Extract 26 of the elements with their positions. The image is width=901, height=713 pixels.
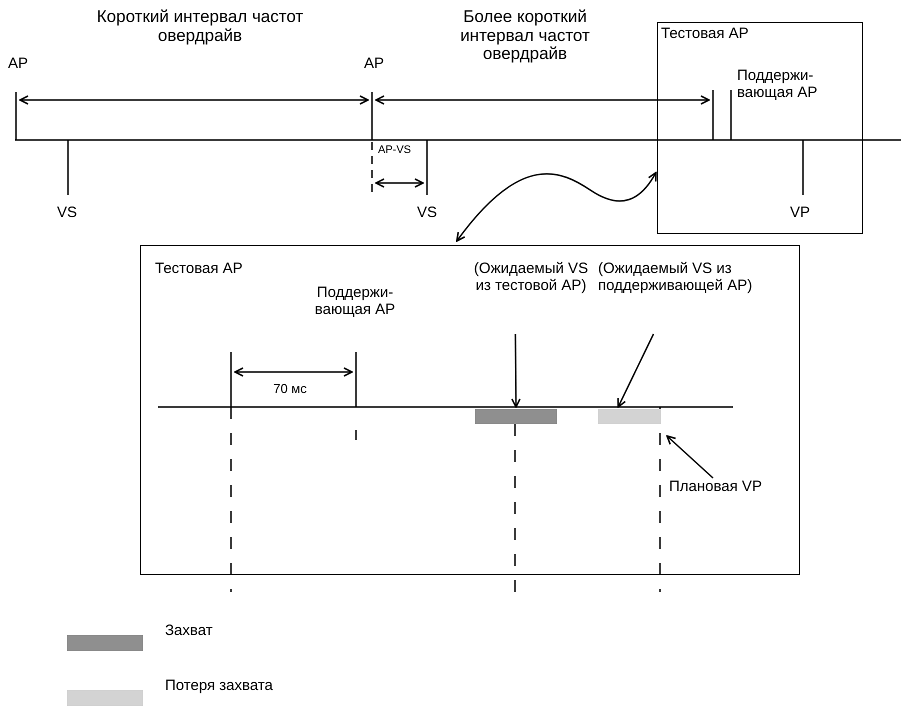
interval-label: Короткий интервал частот овердрайв [96,8,304,46]
capture-bar [475,409,557,424]
legend-label: Потеря захвата [165,678,273,694]
signal-label: AP [8,56,30,72]
annotation-text: (Ожидаемый VS из тестовой AP) [466,261,596,294]
box-title: Тестовая AP [155,261,243,278]
signal-label: Поддержи- вающая AP [737,68,818,101]
interval-label: AP-VS [378,144,412,156]
signal-label: VS [57,205,78,222]
annotation-text: (Ожидаемый VS из поддерживающей AP) [598,261,783,294]
arrow [511,334,521,408]
capture-bar [598,409,661,424]
legend-label: Захват [165,623,213,640]
interval-label: 70 мс [272,382,308,396]
signal-label: AP [364,56,386,72]
inset-box [140,245,800,575]
signal-label: VS [417,205,438,222]
box-title: Тестовая AP [661,26,749,42]
inset-box [657,22,863,234]
arrow [617,334,654,408]
signal-label: VP [790,205,812,222]
annotation-text: Плановая VP [669,479,789,496]
arrow [456,172,657,242]
signal-label: Поддержи- вающая AP [314,285,396,318]
arrow [666,435,714,479]
interval-label: Более короткий интервал частот овердрайв [459,8,591,64]
